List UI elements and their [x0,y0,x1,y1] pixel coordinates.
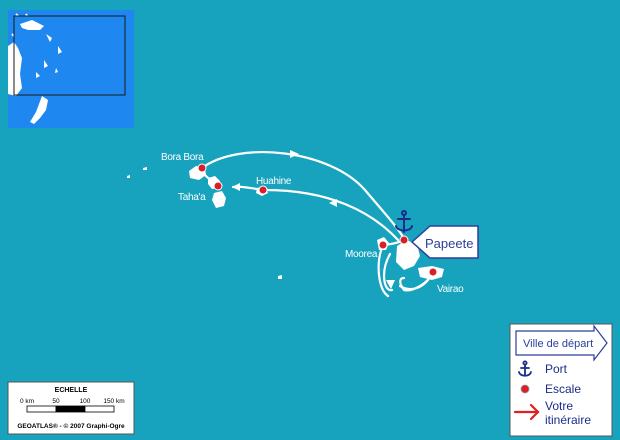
scale-bar [26,405,115,413]
route-arrow-icon [290,150,299,158]
route-south-loop-c [399,270,435,292]
route-south-loop-a [383,252,394,292]
label-huahine: Huahine [256,176,292,187]
label-vairao: Vairao [437,284,464,295]
route-direction-arrows [232,150,395,289]
route-papeete-to-huahine [263,188,400,242]
island-raiatea [212,191,226,208]
legend-port-label: Port [545,362,568,376]
legend-route-label-1: Votre [545,399,573,413]
route-arrow-icon [329,199,337,207]
stop-marker-icon [258,185,268,195]
label-bora-bora: Bora Bora [161,152,204,163]
legend-anchor-icon [518,360,532,377]
route-arrow-icon [386,280,395,289]
label-tahaa: Taha'a [178,192,206,203]
stop-markers [197,163,438,277]
stop-marker-icon [197,163,207,173]
inset-landmass-png [20,20,44,30]
route-moorea-loop [377,246,390,298]
scale-box: ECHELLE 0 km 50 100 150 km GEOATLAS® - ©… [7,381,135,435]
anchor-icon [395,210,413,233]
stop-marker-icon [378,240,388,250]
legend-route-arrow-icon [513,403,540,421]
departure-arrow-icon [410,225,479,259]
island-maupiti [127,175,130,178]
route-arrow-icon [232,183,240,191]
legend-departure-label: Ville de départ [523,338,593,350]
island-mehetia [278,275,282,279]
legend-stop-label: Escale [545,382,581,396]
route-boraBora-to-papeete [200,151,407,242]
departure-callout: Papeete [410,225,479,259]
inset-landmass-australia [8,42,22,96]
stop-marker-icon [428,267,438,277]
inset-locator-map [8,10,134,128]
inset-landmass-new-zealand [30,96,48,124]
scale-title: ECHELLE [55,387,88,394]
scale-tick-100: 100 [80,398,91,405]
label-papeete: Papeete [425,236,473,251]
scale-tick-0: 0 km [20,398,34,405]
island-tahiti-nui [396,240,420,270]
legend-box: Ville de départ Port Escale Votre itinér… [509,323,613,437]
stop-marker-icon [399,235,409,245]
label-moorea: Moorea [345,249,378,260]
island-labels: Bora Bora Taha'a Huahine Moorea Vairao [161,152,464,295]
inset-focus-frame [13,15,126,96]
legend-route-label-2: itinéraire [545,413,591,427]
legend-departure-arrow-icon [515,324,608,362]
island-tupai [143,167,147,170]
stop-marker-icon [213,181,223,191]
legend-stop-marker-icon [520,384,530,394]
scale-credit: GEOATLAS® - © 2007 Graphi-Ogre [17,422,125,430]
scale-tick-50: 50 [52,398,60,405]
scale-tick-150: 150 km [103,398,124,405]
